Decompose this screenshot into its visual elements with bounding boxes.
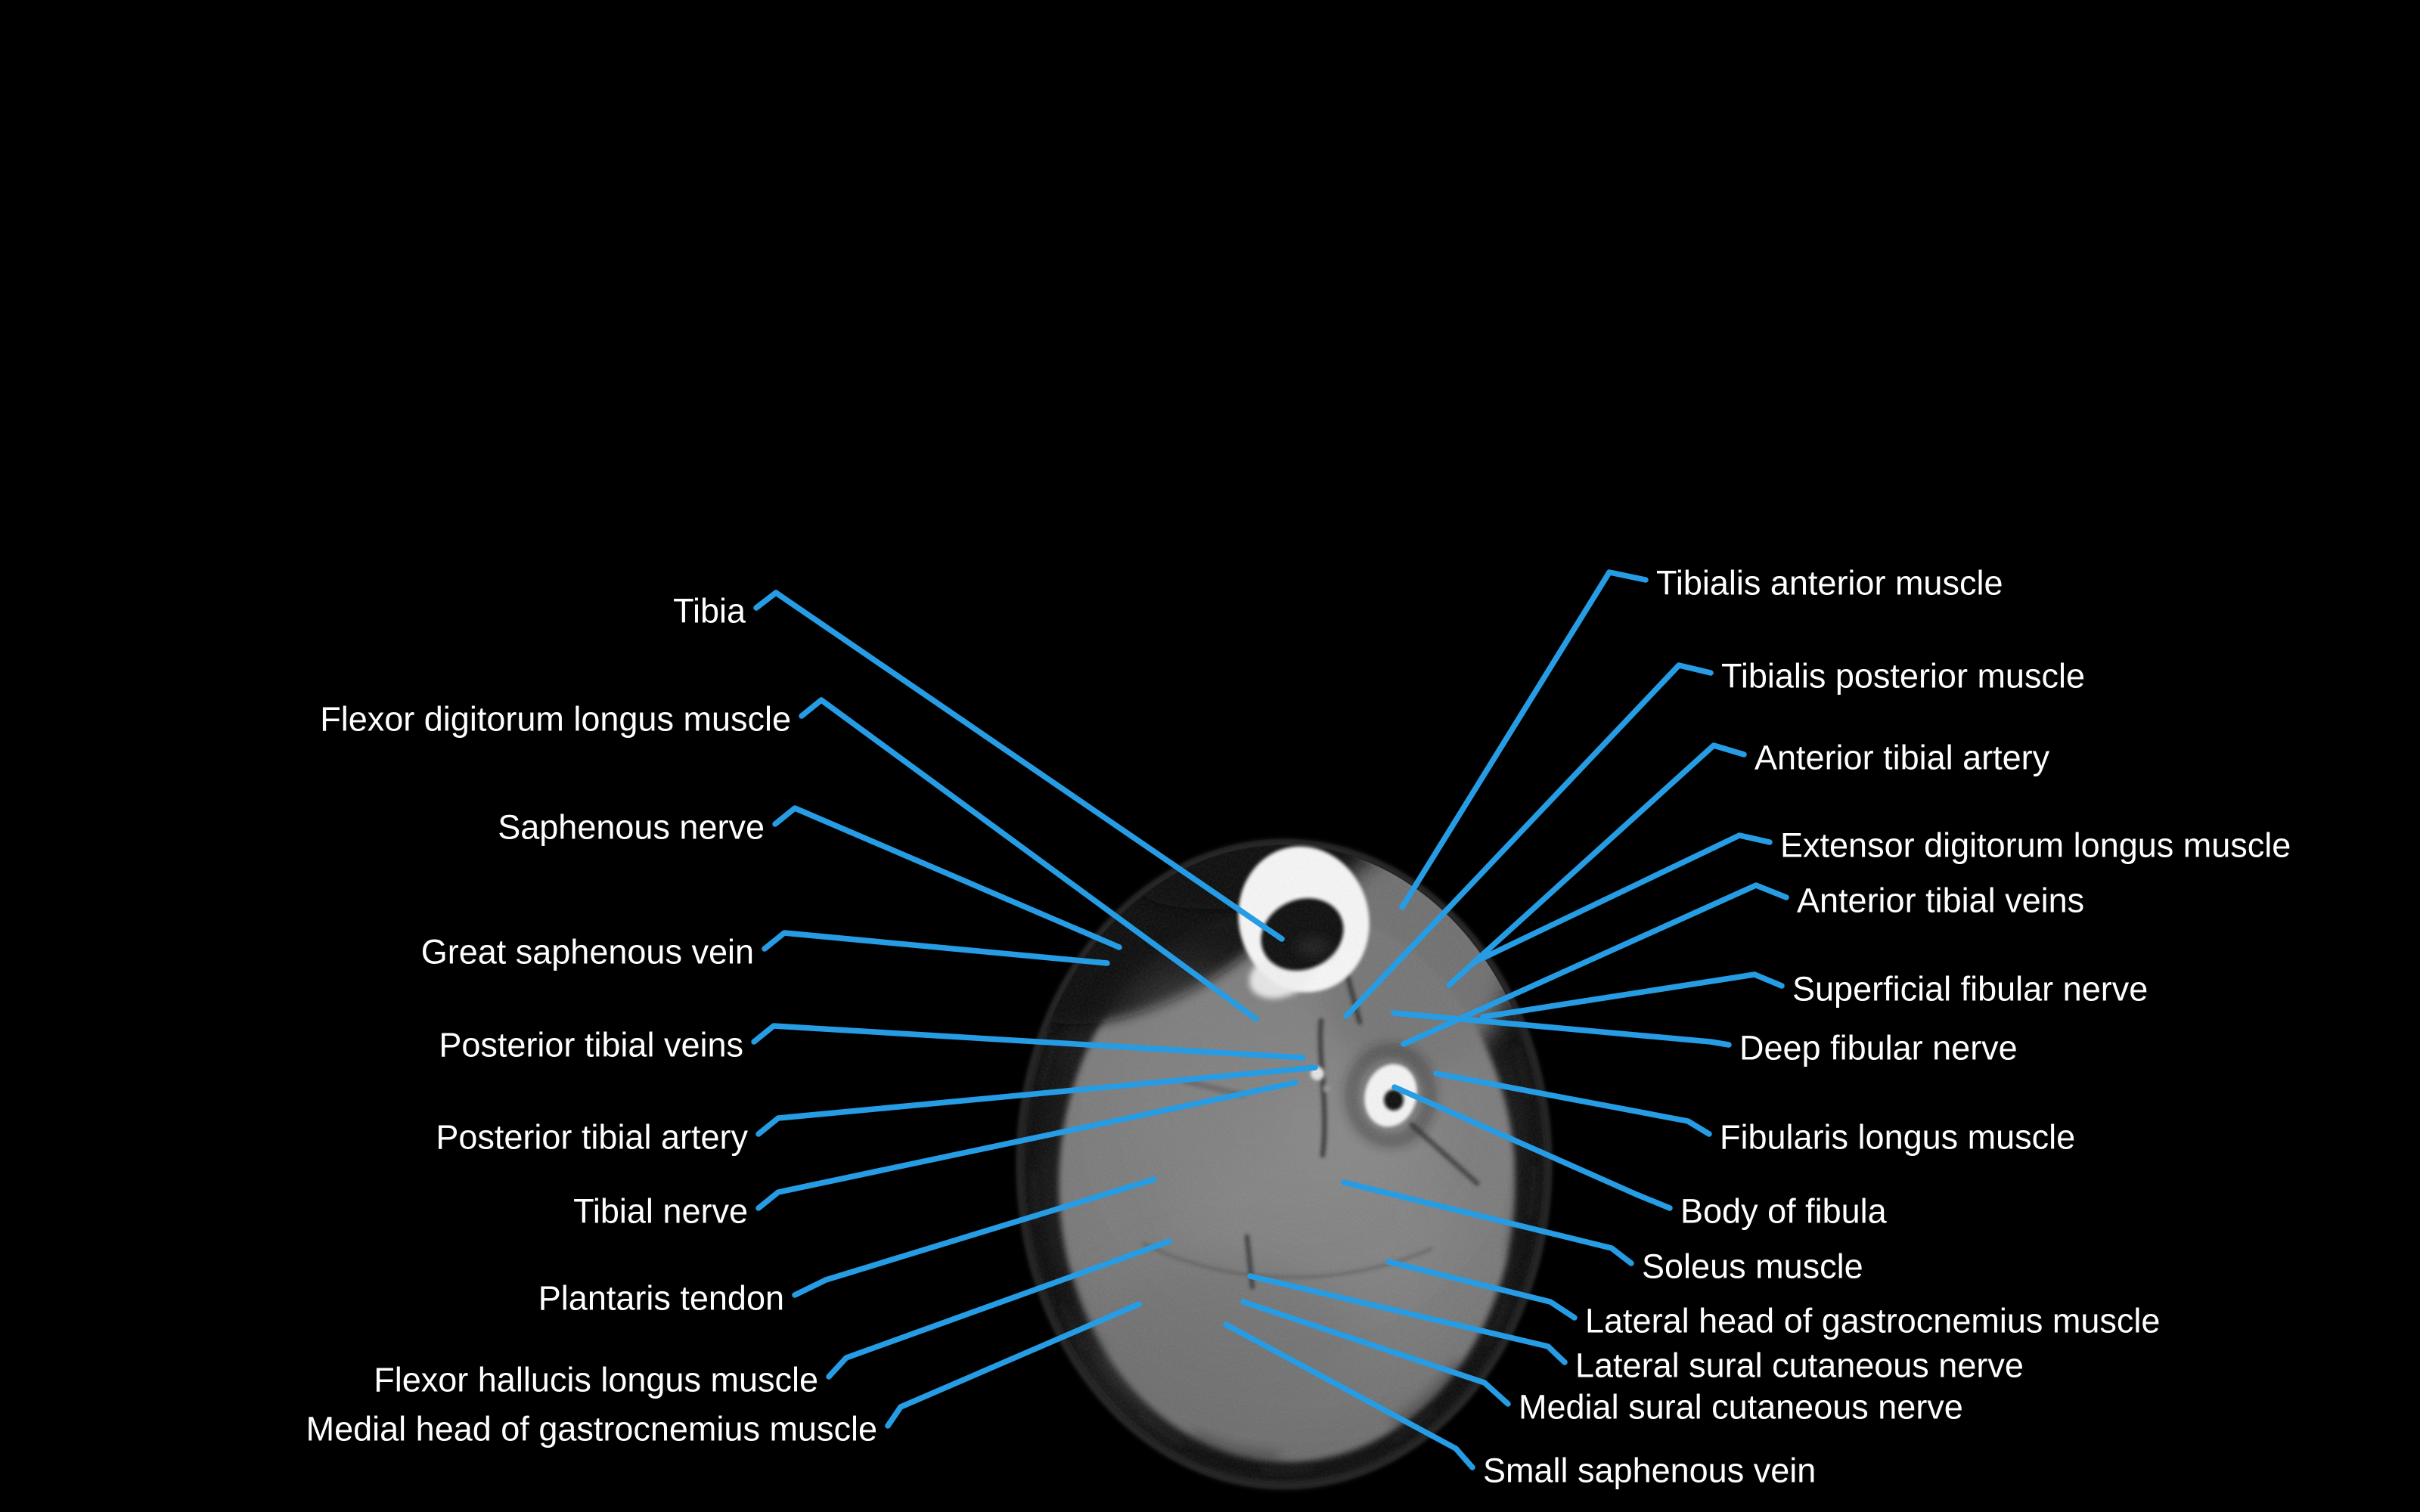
label-soleus-muscle: Soleus muscle <box>1642 1247 1863 1286</box>
leader-line-flexor-hallucis-longus-muscle <box>826 1238 1172 1380</box>
leader-line-tibialis-posterior-muscle <box>1343 662 1714 1019</box>
label-lateral-sural-cutaneous-nerve: Lateral sural cutaneous nerve <box>1575 1346 2024 1385</box>
leader-line-fibularis-longus-muscle <box>1433 1070 1712 1137</box>
label-extensor-digitorum-longus-muscle: Extensor digitorum longus muscle <box>1780 826 2291 865</box>
label-tibialis-posterior-muscle: Tibialis posterior muscle <box>1721 657 2085 696</box>
leader-line-great-saphenous-vein <box>762 930 1110 966</box>
label-lateral-head-of-gastrocnemius-muscle: Lateral head of gastrocnemius muscle <box>1585 1302 2160 1340</box>
label-tibialis-anterior-muscle: Tibialis anterior muscle <box>1656 564 2003 603</box>
leader-line-body-of-fibula <box>1392 1084 1673 1211</box>
label-anterior-tibial-artery: Anterior tibial artery <box>1754 739 2050 777</box>
label-tibia: Tibia <box>673 592 746 631</box>
leader-line-deep-fibular-nerve <box>1391 1010 1732 1048</box>
leader-line-saphenous-nerve <box>772 805 1122 950</box>
label-saphenous-nerve: Saphenous nerve <box>498 808 765 847</box>
leader-line-tibialis-anterior-muscle <box>1399 569 1649 910</box>
leader-line-flexor-digitorum-longus-muscle <box>799 697 1259 1022</box>
label-posterior-tibial-artery: Posterior tibial artery <box>436 1118 748 1157</box>
leader-line-tibia <box>753 590 1285 942</box>
leader-line-lateral-head-of-gastrocnemius-muscle <box>1385 1259 1578 1321</box>
leader-line-medial-head-of-gastrocnemius-muscle <box>885 1301 1142 1429</box>
label-flexor-hallucis-longus-muscle: Flexor hallucis longus muscle <box>374 1361 818 1399</box>
leader-line-posterior-tibial-artery <box>755 1064 1318 1137</box>
label-superficial-fibular-nerve: Superficial fibular nerve <box>1792 970 2148 1009</box>
label-flexor-digitorum-longus-muscle: Flexor digitorum longus muscle <box>320 700 791 739</box>
leader-line-anterior-tibial-artery <box>1446 742 1747 988</box>
label-plantaris-tendon: Plantaris tendon <box>538 1279 784 1318</box>
label-anterior-tibial-veins: Anterior tibial veins <box>1797 881 2084 920</box>
leader-line-plantaris-tendon <box>792 1176 1157 1298</box>
leader-line-lateral-sural-cutaneous-nerve <box>1247 1273 1568 1365</box>
label-small-saphenous-vein: Small saphenous vein <box>1483 1452 1816 1490</box>
label-posterior-tibial-veins: Posterior tibial veins <box>439 1026 743 1064</box>
leader-line-posterior-tibial-veins <box>751 1023 1306 1061</box>
label-great-saphenous-vein: Great saphenous vein <box>421 933 754 971</box>
label-fibularis-longus-muscle: Fibularis longus muscle <box>1720 1118 2075 1157</box>
leader-line-superficial-fibular-nerve <box>1480 971 1785 1020</box>
leader-line-tibial-nerve <box>755 1080 1298 1211</box>
label-body-of-fibula: Body of fibula <box>1680 1192 1888 1231</box>
label-tibial-nerve: Tibial nerve <box>573 1192 748 1231</box>
leader-line-anterior-tibial-veins <box>1401 882 1789 1047</box>
skin-outline <box>1018 841 1550 1488</box>
label-medial-sural-cutaneous-nerve: Medial sural cutaneous nerve <box>1519 1388 1963 1427</box>
label-deep-fibular-nerve: Deep fibular nerve <box>1739 1029 2018 1067</box>
leader-line-extensor-digitorum-longus-muscle <box>1472 832 1773 965</box>
leader-line-small-saphenous-vein <box>1223 1321 1475 1470</box>
leader-line-soleus-muscle <box>1341 1179 1634 1266</box>
leader-line-medial-sural-cutaneous-nerve <box>1240 1299 1511 1407</box>
label-medial-head-of-gastrocnemius-muscle: Medial head of gastrocnemius muscle <box>306 1410 877 1448</box>
